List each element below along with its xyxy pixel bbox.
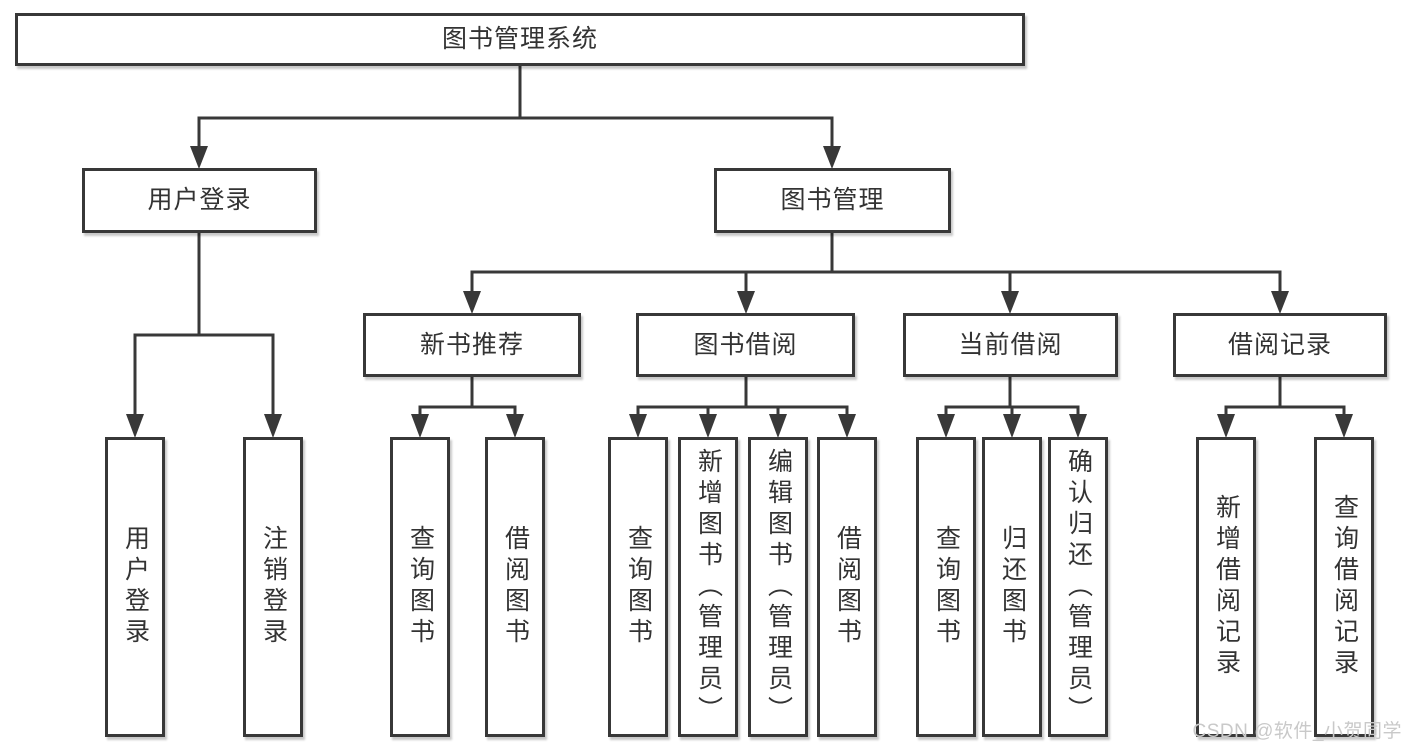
csdn-watermark: CSDN @软件_小贺同学 bbox=[1192, 721, 1402, 742]
node-current-borrowing: 当前借阅 bbox=[903, 313, 1118, 377]
node-book-management: 图书管理 bbox=[714, 168, 951, 233]
node-book-borrowing: 图书借阅 bbox=[636, 313, 855, 377]
leaf-logout: 注销登录 bbox=[243, 437, 303, 737]
node-new-book-recommend: 新书推荐 bbox=[363, 313, 581, 377]
node-book-management-label: 图书管理 bbox=[780, 186, 885, 214]
leaf-query-books-recommend: 查询图书 bbox=[390, 437, 450, 737]
node-borrowing-records-label: 借阅记录 bbox=[1227, 330, 1332, 359]
leaf-confirm-return-admin: 确认归还（管理员） bbox=[1048, 437, 1108, 737]
node-book-borrowing-label: 图书借阅 bbox=[693, 330, 798, 359]
leaf-edit-book-admin: 编辑图书（管理员） bbox=[748, 437, 808, 737]
leaf-query-borrow-record: 查询借阅记录 bbox=[1314, 437, 1374, 737]
leaf-query-books-current: 查询图书 bbox=[916, 437, 976, 737]
leaf-return-book: 归还图书 bbox=[982, 437, 1042, 737]
leaf-add-book-admin: 新增图书（管理员） bbox=[678, 437, 738, 737]
leaf-query-books-borrowing: 查询图书 bbox=[608, 437, 668, 737]
node-current-borrowing-label: 当前借阅 bbox=[958, 330, 1063, 359]
arrowheads bbox=[126, 146, 1353, 438]
node-root-system-label: 图书管理系统 bbox=[441, 25, 598, 53]
node-root-system: 图书管理系统 bbox=[15, 13, 1025, 66]
leaf-borrow-books-recommend: 借阅图书 bbox=[485, 437, 545, 737]
node-user-login-label: 用户登录 bbox=[147, 186, 252, 214]
leaf-user-login: 用户登录 bbox=[105, 437, 165, 737]
node-new-book-recommend-label: 新书推荐 bbox=[419, 330, 524, 359]
leaf-borrow-books: 借阅图书 bbox=[817, 437, 877, 737]
leaf-add-borrow-record: 新增借阅记录 bbox=[1196, 437, 1256, 737]
node-borrowing-records: 借阅记录 bbox=[1173, 313, 1387, 377]
node-user-login: 用户登录 bbox=[82, 168, 317, 233]
